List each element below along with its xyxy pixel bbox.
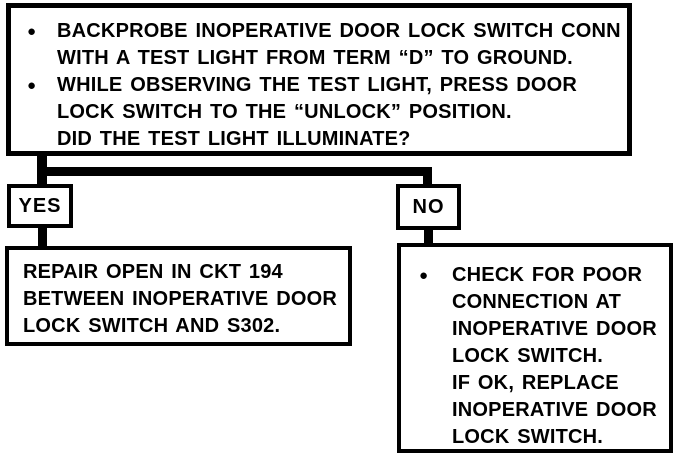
instruction-line: WITH A TEST LIGHT FROM TERM “D” TO GROUN… [57, 47, 573, 69]
instruction-line: WHILE OBSERVING THE TEST LIGHT, PRESS DO… [57, 74, 578, 96]
no-result-line: IF OK, REPLACE [452, 372, 619, 394]
no-result-box: ● CHECK FOR POOR CONNECTION AT INOPERATI… [397, 243, 673, 453]
bullet-icon: ● [27, 77, 37, 94]
no-result-line: LOCK SWITCH. [452, 345, 604, 367]
instruction-line: LOCK SWITCH TO THE “UNLOCK” POSITION. [57, 101, 512, 123]
yes-branch-box: YES [7, 184, 73, 228]
connector-vertical-no-to-result [424, 230, 433, 244]
connector-vertical-yes-to-result [38, 228, 47, 247]
no-label: NO [412, 195, 445, 218]
yes-result-line: BETWEEN INOPERATIVE DOOR [23, 288, 338, 310]
no-result-item: ● CHECK FOR POOR CONNECTION AT INOPERATI… [419, 262, 665, 451]
no-result-line: INOPERATIVE DOOR [452, 399, 657, 421]
yes-result-line: REPAIR OPEN IN CKT 194 [23, 261, 283, 283]
yes-result-line: LOCK SWITCH AND S302. [23, 315, 281, 337]
no-result-line: LOCK SWITCH. [452, 426, 604, 448]
no-branch-box: NO [396, 184, 461, 230]
yes-result-box: REPAIR OPEN IN CKT 194 BETWEEN INOPERATI… [5, 246, 352, 346]
connector-horizontal-branch [37, 167, 432, 176]
connector-vertical-to-no [423, 167, 432, 185]
no-result-line: CONNECTION AT [452, 291, 622, 313]
bullet-icon: ● [27, 23, 37, 40]
step-instruction-box: ● BACKPROBE INOPERATIVE DOOR LOCK SWITCH… [6, 3, 632, 156]
instruction-item: ● BACKPROBE INOPERATIVE DOOR LOCK SWITCH… [27, 18, 621, 72]
bullet-icon: ● [419, 267, 429, 284]
yes-label: YES [18, 194, 62, 217]
question-item: DID THE TEST LIGHT ILLUMINATE? [27, 126, 619, 153]
instruction-item: ● WHILE OBSERVING THE TEST LIGHT, PRESS … [27, 72, 619, 126]
no-result-line: INOPERATIVE DOOR [452, 318, 657, 340]
no-result-line: CHECK FOR POOR [452, 264, 643, 286]
instruction-line: BACKPROBE INOPERATIVE DOOR LOCK SWITCH C… [57, 20, 621, 42]
question-line: DID THE TEST LIGHT ILLUMINATE? [57, 128, 411, 150]
